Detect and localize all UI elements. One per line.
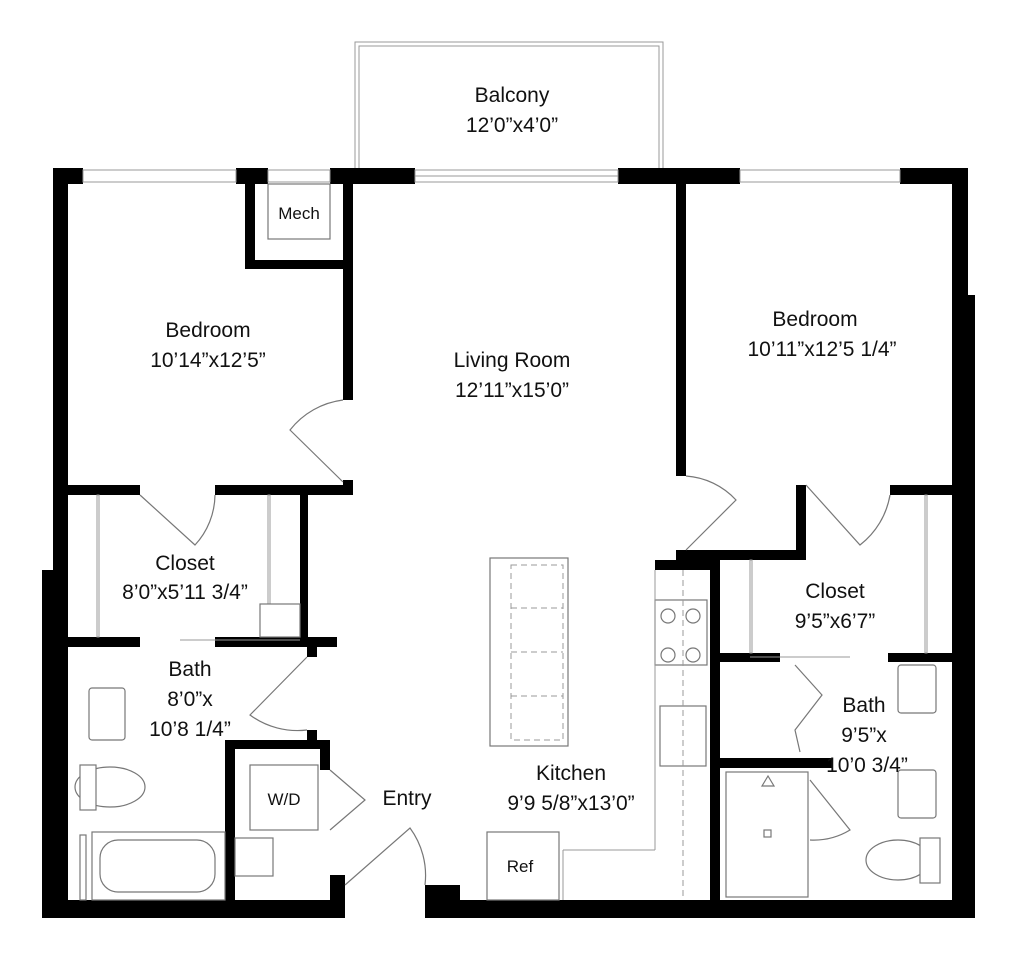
sink-icon <box>897 664 937 714</box>
mech-label: Mech <box>278 204 320 223</box>
interior-walls <box>68 184 952 905</box>
exterior-walls <box>42 168 975 918</box>
bath-left-size-1: 8’0”x <box>167 688 213 711</box>
washer-dryer <box>249 764 319 831</box>
bedroom-right-size: 10’11”x12’5 1/4” <box>747 338 896 361</box>
bedroom-left-size: 10’14”x12’5” <box>150 349 266 372</box>
sink-icon <box>88 687 126 741</box>
refrigerator-label: Ref <box>507 857 534 876</box>
room-labels: Mech Bedroom 10’14”x12’5” Living Room 12… <box>122 204 908 876</box>
bedroom-right-label: Bedroom <box>772 308 857 331</box>
kitchen-size: 9’9 5/8”x13’0” <box>507 792 634 815</box>
bath-right-size-2: 10’0 3/4” <box>826 754 908 777</box>
balcony-size: 12’0”x4’0” <box>466 114 558 137</box>
bath-right-label: Bath <box>842 694 885 717</box>
closet-right-size: 9’5”x6’7” <box>795 610 876 633</box>
doors <box>139 399 891 886</box>
bath-right-size-1: 9’5”x <box>841 724 887 747</box>
closet-right-label: Closet <box>805 580 865 603</box>
living-room-label: Living Room <box>454 349 571 372</box>
bath-left-label: Bath <box>168 658 211 681</box>
closet-left-size: 8’0”x5’11 3/4” <box>122 581 248 604</box>
balcony: Balcony 12’0”x4’0” <box>354 41 664 171</box>
balcony-label: Balcony <box>475 84 550 107</box>
sink-icon <box>897 769 937 819</box>
refrigerator <box>486 831 560 901</box>
entry-label: Entry <box>382 787 432 810</box>
closet-left-label: Closet <box>155 552 215 575</box>
washer-dryer-label: W/D <box>267 790 300 809</box>
windows <box>82 169 901 183</box>
kitchen-label: Kitchen <box>536 762 606 785</box>
bath-left-size-2: 10’8 1/4” <box>149 718 231 741</box>
mech-box <box>267 183 331 240</box>
living-room-size: 12’11”x15’0” <box>455 379 569 402</box>
fixtures <box>74 183 941 901</box>
bedroom-left-label: Bedroom <box>165 319 250 342</box>
